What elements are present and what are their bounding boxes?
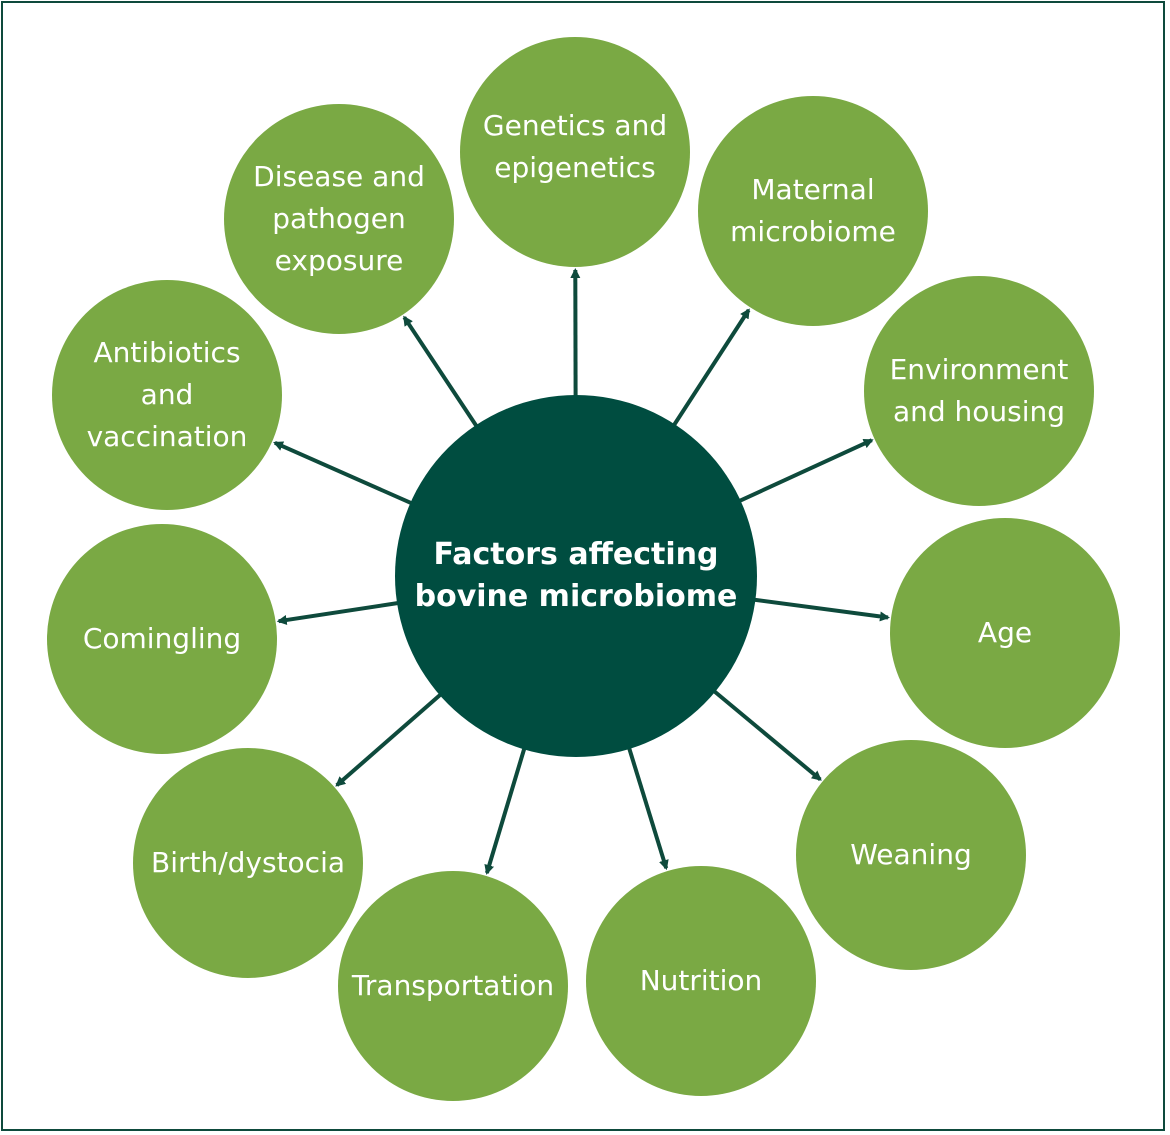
factor-birth-label: Birth/dystocia bbox=[150, 846, 346, 879]
factor-environment: Environment and housing bbox=[864, 276, 1094, 506]
factor-birth: Birth/dystocia bbox=[133, 748, 363, 978]
factor-maternal: Maternal microbiome bbox=[698, 96, 928, 326]
factor-weaning: Weaning bbox=[796, 740, 1026, 970]
arrow-to-disease bbox=[402, 315, 479, 429]
factor-environment-label: Environment and housing bbox=[889, 353, 1069, 428]
arrow-to-comingling bbox=[276, 600, 400, 625]
arrow-to-antibiotics bbox=[273, 440, 414, 506]
arrow-to-transportation bbox=[484, 746, 527, 875]
factor-antibiotics-label: Antibiotics and vaccination bbox=[86, 336, 248, 453]
factor-age: Age bbox=[890, 518, 1120, 748]
arrow-to-environment bbox=[737, 438, 874, 504]
arrow-to-age bbox=[753, 597, 890, 622]
arrow-to-weaning bbox=[712, 689, 822, 782]
factor-comingling: Comingling bbox=[47, 524, 277, 754]
hub-label: Factors affecting bovine microbiome bbox=[414, 537, 738, 614]
factor-nutrition: Nutrition bbox=[586, 866, 816, 1096]
factor-genetics: Genetics and epigenetics bbox=[460, 37, 690, 267]
arrow-to-maternal bbox=[671, 308, 751, 427]
factor-comingling-label: Comingling bbox=[82, 622, 242, 655]
factor-weaning-label: Weaning bbox=[850, 838, 972, 871]
hub-node: Factors affecting bovine microbiome bbox=[395, 395, 757, 757]
arrow-to-birth bbox=[335, 692, 443, 787]
arrow-to-nutrition bbox=[626, 746, 669, 871]
factor-age-label: Age bbox=[977, 616, 1033, 649]
factor-nutrition-label: Nutrition bbox=[639, 964, 763, 997]
factor-transportation-label: Transportation bbox=[351, 969, 555, 1002]
factor-disease-label: Disease and pathogen exposure bbox=[253, 160, 425, 277]
factor-genetics-label: Genetics and epigenetics bbox=[482, 109, 668, 184]
factor-maternal-label: Maternal microbiome bbox=[730, 173, 896, 248]
factor-antibiotics: Antibiotics and vaccination bbox=[52, 280, 282, 510]
factor-transportation: Transportation bbox=[338, 871, 568, 1101]
factor-disease: Disease and pathogen exposure bbox=[224, 104, 454, 334]
